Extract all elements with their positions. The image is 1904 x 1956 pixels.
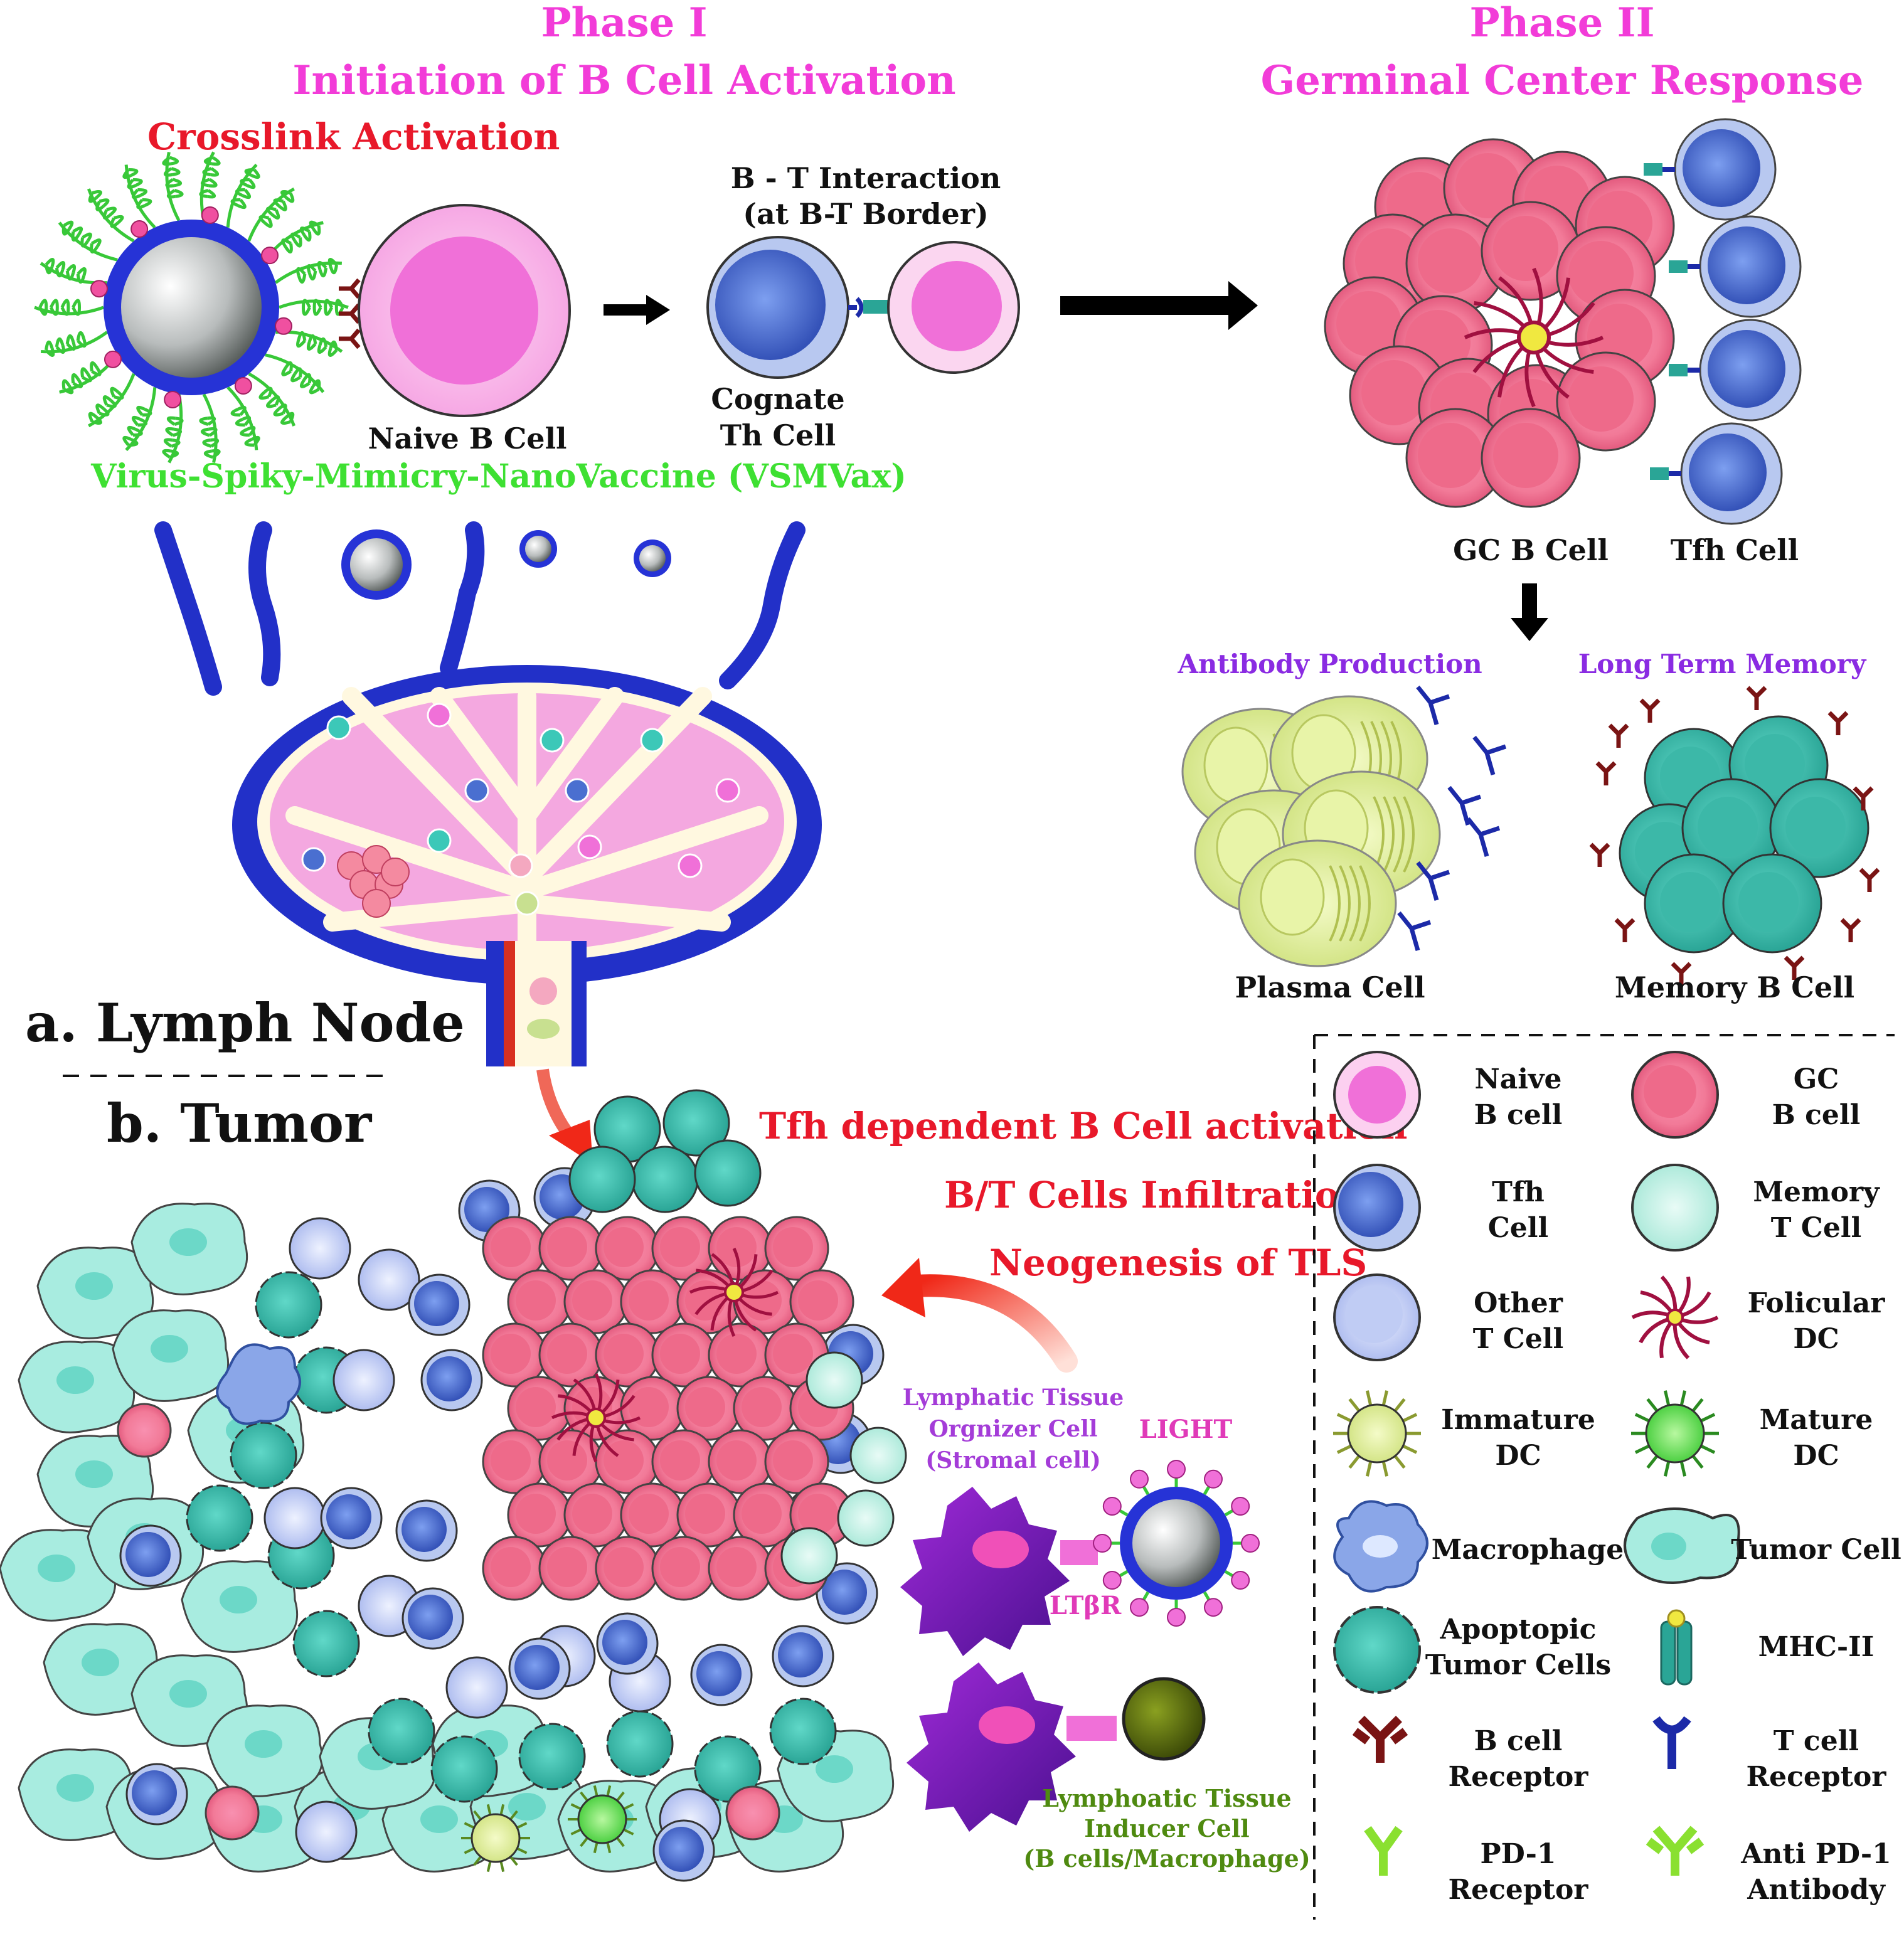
legend-tfh-icon — [1333, 1164, 1421, 1252]
legend-antipd1-icon — [1646, 1826, 1705, 1876]
cognate-th-cell — [706, 236, 849, 379]
light-label: LIGHT — [1139, 1415, 1233, 1444]
arrow-down — [1511, 583, 1548, 641]
arrow-tls — [881, 1258, 1078, 1373]
lti-line1: Lymphoatic Tissue — [1042, 1784, 1291, 1812]
antibody-production-label: Antibody Production — [1177, 649, 1482, 679]
legend-other-t-line1: Other — [1474, 1287, 1563, 1319]
legend-tcr-icon — [1652, 1716, 1691, 1769]
legend-tfh-line2: Cell — [1488, 1212, 1548, 1244]
legend-tcr-line1: T cell — [1774, 1725, 1859, 1757]
legend: Naive B cell GC B cell Tfh Cell Memory T… — [1313, 1034, 1901, 1920]
section-b-label: b. Tumor — [107, 1092, 373, 1154]
legend-pd1-line2: Receptor — [1449, 1874, 1589, 1906]
lto-line1: Lymphatic Tissue — [903, 1385, 1124, 1411]
legend-naive-b-line1: Naive — [1474, 1063, 1561, 1095]
plasma-cell-cluster — [1181, 695, 1441, 967]
b-cell-receptor-cluster — [339, 278, 361, 349]
phase2-title: Phase II — [1469, 0, 1654, 46]
follicular-dc-center — [1464, 267, 1604, 408]
lymphatic-tissue-organizer-cell — [900, 1487, 1098, 1656]
antibody-group — [1397, 685, 1507, 951]
bt-interaction-line1: B - T Interaction — [731, 161, 1001, 195]
long-term-memory-label: Long Term Memory — [1578, 649, 1867, 679]
lto-line2: Orgnizer Cell — [928, 1416, 1097, 1442]
legend-macrophage-icon — [1333, 1500, 1428, 1593]
phase1-subtitle: Initiation of B Cell Activation — [292, 57, 955, 104]
legend-mhc-label: MHC-II — [1758, 1631, 1875, 1663]
legend-bcr-line1: B cell — [1474, 1725, 1563, 1757]
memory-b-cell-cluster — [1589, 686, 1880, 986]
legend-tcr-line2: Receptor — [1747, 1761, 1887, 1793]
legend-immature-dc-line2: DC — [1495, 1440, 1541, 1472]
legend-memory-t-icon — [1631, 1164, 1719, 1252]
legend-immature-dc-icon — [1333, 1390, 1421, 1477]
memory-b-cell-label: Memory B Cell — [1615, 970, 1854, 1004]
lto-line3: (Stromal cell) — [925, 1447, 1100, 1474]
arrow-right-small — [604, 295, 670, 325]
legend-macrophage-label: Macrophage — [1432, 1534, 1624, 1566]
naive-b-cell — [358, 204, 571, 417]
nanovaccine-particle — [34, 151, 349, 464]
legend-mhc-icon — [1660, 1609, 1693, 1686]
lti-line3: (B cells/Macrophage) — [1023, 1844, 1311, 1873]
legend-gc-b-icon — [1631, 1051, 1719, 1139]
legend-memory-t-line1: Memory — [1753, 1176, 1880, 1208]
legend-apoptotic-line2: Tumor Cells — [1425, 1649, 1611, 1681]
tfh-cell-label: Tfh Cell — [1671, 533, 1799, 567]
legend-apoptotic-line1: Apoptopic — [1440, 1613, 1597, 1645]
activated-b-cell — [887, 241, 1020, 374]
bt-interaction-line2: (at B-T Border) — [743, 197, 989, 231]
legend-folicular-dc-line2: DC — [1793, 1323, 1839, 1355]
tumor-note-3: Neogenesis of TLS — [989, 1241, 1367, 1284]
legend-memory-t-line2: T Cell — [1771, 1212, 1862, 1244]
germinal-center-cluster — [1324, 138, 1675, 508]
legend-naive-b-line2: B cell — [1474, 1099, 1563, 1131]
naive-b-cell-label: Naive B Cell — [368, 422, 566, 455]
legend-gc-b-line1: GC — [1794, 1063, 1839, 1095]
legend-antipd1-line1: Anti PD-1 — [1740, 1838, 1891, 1870]
cognate-line2: Th Cell — [720, 418, 836, 452]
legend-mature-dc-line1: Mature — [1760, 1404, 1873, 1436]
light-nanovaccine — [1093, 1460, 1260, 1627]
arrow-right-large — [1060, 281, 1258, 330]
legend-antipd1-line2: Antibody — [1747, 1874, 1886, 1906]
tcr-mhc-contact — [848, 297, 888, 318]
arrow-lymph-to-tumor — [536, 1068, 593, 1164]
legend-folicular-dc-line1: Folicular — [1748, 1287, 1886, 1319]
lymph-node — [154, 521, 822, 1066]
phase2-subtitle: Germinal Center Response — [1261, 57, 1864, 104]
legend-follicular-dc-icon — [1631, 1275, 1719, 1359]
tumor-microenvironment — [0, 1089, 907, 1882]
legend-other-t-icon — [1333, 1273, 1421, 1361]
ltbr-label: LTβR — [1050, 1591, 1122, 1620]
legend-tfh-line1: Tfh — [1492, 1176, 1545, 1208]
legend-tumor-cell-label: Tumor Cell — [1731, 1534, 1901, 1566]
legend-pd1-line1: PD-1 — [1481, 1838, 1556, 1870]
legend-tumor-cell-icon — [1624, 1507, 1740, 1584]
legend-bcr-line2: Receptor — [1449, 1761, 1589, 1793]
legend-immature-dc-line1: Immature — [1441, 1404, 1595, 1436]
crosslink-label: Crosslink Activation — [147, 115, 560, 158]
legend-gc-b-line2: B cell — [1772, 1099, 1861, 1131]
gc-b-cell-label: GC B Cell — [1453, 533, 1609, 567]
lti-line2: Inducer Cell — [1084, 1814, 1249, 1842]
cognate-line1: Cognate — [711, 382, 844, 416]
tfh-cell-column — [1644, 118, 1802, 525]
legend-bcr-icon — [1352, 1716, 1408, 1763]
plasma-cell-label: Plasma Cell — [1235, 970, 1425, 1004]
vaccine-label: Virus-Spiky-Mimicry-NanoVaccine (VSMVax) — [90, 457, 907, 496]
legend-mature-dc-icon — [1631, 1390, 1719, 1477]
tumor-note-1: Tfh dependent B Cell activation — [759, 1105, 1407, 1147]
section-a-label: a. Lymph Node — [25, 992, 465, 1054]
phase1-title: Phase I — [541, 0, 707, 46]
legend-pd1-icon — [1364, 1826, 1403, 1876]
legend-mature-dc-line2: DC — [1793, 1440, 1839, 1472]
lymphatic-tissue-inducer-complex — [907, 1662, 1206, 1832]
legend-naive-b-icon — [1333, 1051, 1421, 1139]
tumor-note-2: B/T Cells Infiltration — [944, 1174, 1366, 1216]
legend-other-t-line2: T Cell — [1473, 1323, 1564, 1355]
legend-apoptotic-icon — [1333, 1606, 1421, 1694]
